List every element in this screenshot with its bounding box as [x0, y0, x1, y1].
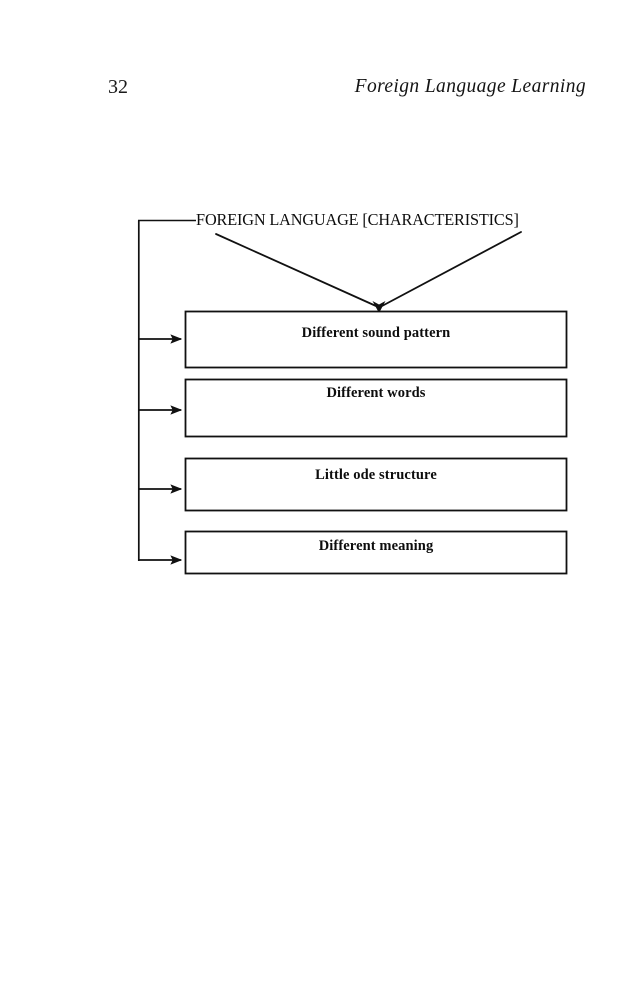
diagonal-arrowhead [372, 301, 386, 313]
box-label-4: Different meaning [318, 538, 434, 554]
running-head-title: Foreign Language Learning [354, 76, 586, 97]
box-label-3: Little ode structure [315, 467, 437, 483]
root-node-label: FOREIGN LANGUAGE [CHARACTERISTICS] [196, 210, 519, 229]
running-head: 32 Foreign Language Learning [0, 74, 638, 104]
box-outline-4 [184, 530, 568, 575]
box-outline-2 [184, 378, 568, 438]
box-outline-1 [184, 310, 568, 369]
diagonal-line-right [381, 231, 522, 307]
diagonal-line-left [215, 233, 377, 307]
box-label-2: Different words [326, 385, 426, 401]
box-label-1: Different sound pattern [301, 325, 451, 341]
box-outline-3 [184, 457, 568, 512]
page-number: 32 [108, 76, 128, 98]
